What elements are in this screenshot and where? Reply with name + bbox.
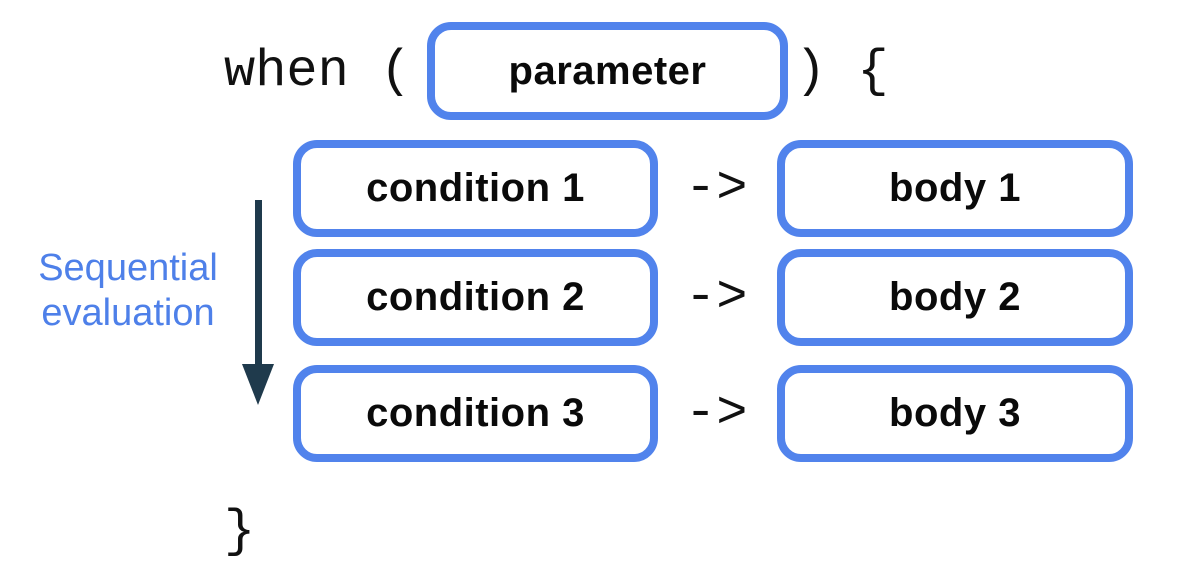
arrow-operator-2: -> <box>685 268 748 327</box>
body-1-label: body 1 <box>889 166 1021 210</box>
closing-brace: } <box>224 501 256 561</box>
condition-2-label: condition 2 <box>366 275 585 319</box>
condition-1-label: condition 1 <box>366 166 585 210</box>
body-3-box: body 3 <box>777 365 1133 462</box>
close-paren-open-brace: ) { <box>795 41 889 101</box>
sequential-evaluation-line1: Sequential <box>38 247 218 289</box>
body-1-box: body 1 <box>777 140 1133 237</box>
body-2-label: body 2 <box>889 275 1021 319</box>
arrow-operator-3: -> <box>685 384 748 443</box>
sequential-evaluation-label: Sequential evaluation <box>8 246 248 336</box>
body-2-box: body 2 <box>777 249 1133 346</box>
condition-1-box: condition 1 <box>293 140 658 237</box>
parameter-label: parameter <box>508 48 707 93</box>
parameter-box: parameter <box>427 22 788 120</box>
condition-2-box: condition 2 <box>293 249 658 346</box>
body-3-label: body 3 <box>889 391 1021 435</box>
when-keyword-open-paren: when ( <box>224 41 412 101</box>
arrow-operator-1: -> <box>685 159 748 218</box>
down-arrow-icon <box>242 200 274 405</box>
sequential-evaluation-line2: evaluation <box>41 292 215 334</box>
condition-3-box: condition 3 <box>293 365 658 462</box>
condition-3-label: condition 3 <box>366 391 585 435</box>
